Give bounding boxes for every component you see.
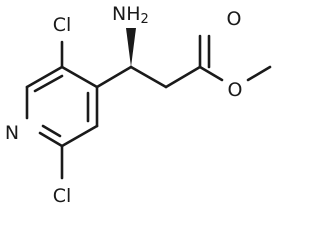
atom-cl-bottom: Cl: [53, 185, 72, 207]
pyridine-ring: [25, 65, 99, 148]
bond-c6-c5-inner: [33, 74, 64, 93]
atom-o-ester: O: [228, 79, 243, 101]
atom-nh2: NH2: [112, 3, 149, 27]
bond-ch2-carbonyl: [164, 65, 202, 89]
bond-ring-chiral: [95, 65, 133, 89]
atom-n-ring: N: [5, 122, 19, 144]
molecule-structure: Cl N Cl NH2 O O: [5, 3, 272, 207]
stereo-wedge-bond: [126, 28, 136, 67]
bond-carbonyl-oester: [198, 65, 224, 82]
bond-c3-c2: [60, 124, 99, 148]
atom-o-carbonyl: O: [227, 8, 242, 30]
bond-c6-c5: [25, 65, 64, 89]
bond-c2-n: [38, 131, 64, 148]
bond-c5-c4: [60, 65, 99, 89]
bond-c2-n-inner: [41, 124, 62, 138]
bond-chiral-ch2: [129, 65, 168, 89]
bond-oester-methyl: [246, 65, 272, 82]
atom-cl-top: Cl: [53, 14, 72, 36]
